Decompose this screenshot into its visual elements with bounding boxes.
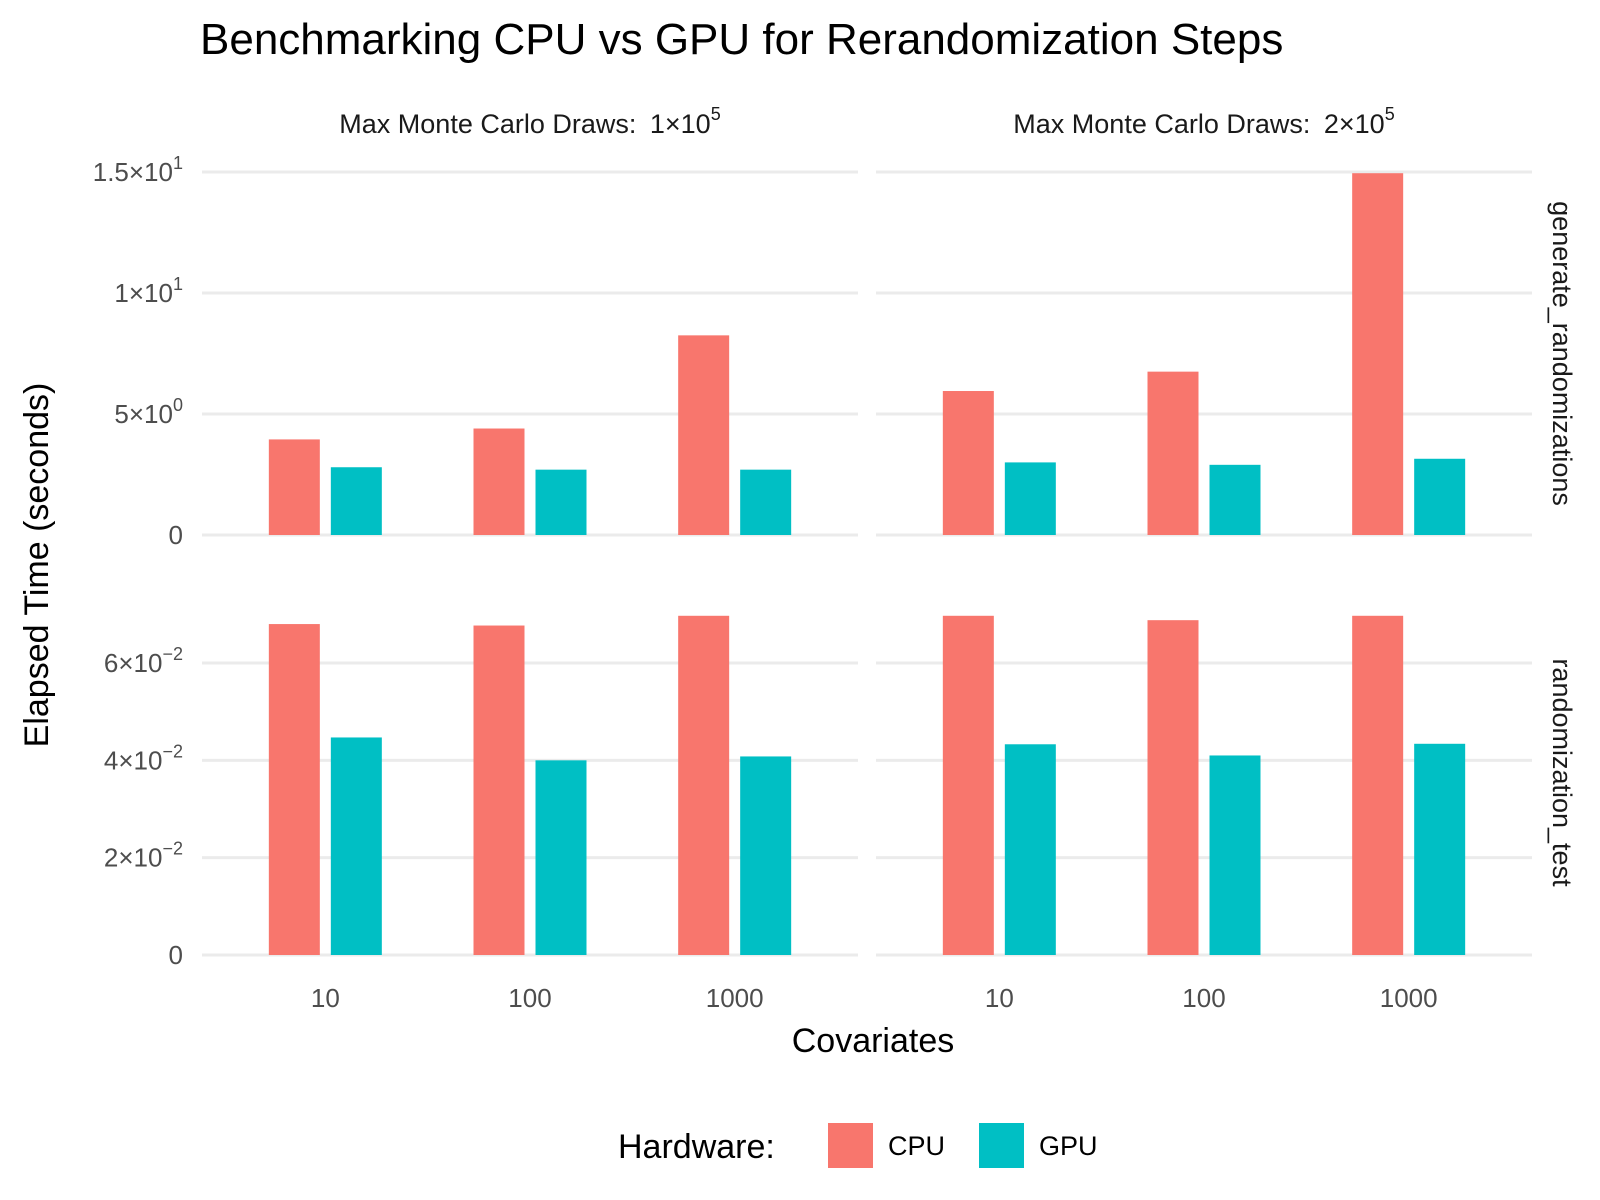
chart-title: Benchmarking CPU vs GPU for Rerandomizat… <box>200 15 1283 64</box>
bar-gpu <box>1209 755 1261 955</box>
bar-gpu <box>1004 744 1056 955</box>
bar-gpu <box>535 760 587 955</box>
bar-cpu <box>473 625 525 955</box>
legend-title: Hardware: <box>618 1128 775 1166</box>
y-tick-label: 2×10−2 <box>104 839 183 873</box>
bar-gpu <box>1004 462 1056 535</box>
y-axis-title: Elapsed Time (seconds) <box>18 383 56 748</box>
x-tick-label: 10 <box>311 983 340 1013</box>
bar-gpu <box>535 469 587 535</box>
y-tick-label: 0 <box>169 940 183 970</box>
bar-gpu <box>330 737 382 955</box>
legend: Hardware: CPU GPU <box>618 1123 1098 1168</box>
bar-gpu <box>740 756 792 955</box>
bar-cpu <box>1147 371 1199 535</box>
facet-column-label: Max Monte Carlo Draws: 1×105 <box>339 104 720 139</box>
x-tick-label: 100 <box>1182 983 1225 1013</box>
bar-gpu <box>330 467 382 535</box>
bar-cpu <box>1147 620 1199 955</box>
y-tick-label: 4×10−2 <box>104 741 183 775</box>
y-tick-label: 0 <box>169 520 183 550</box>
legend-key-cpu <box>828 1123 873 1168</box>
facet-row-label: randomization_test <box>1547 658 1577 887</box>
x-tick-label: 1000 <box>1380 983 1438 1013</box>
x-tick-label: 10 <box>985 983 1014 1013</box>
bar-gpu <box>1209 464 1261 535</box>
legend-label: CPU <box>888 1131 945 1161</box>
bar-cpu <box>678 335 730 535</box>
bar-cpu <box>678 615 730 955</box>
y-tick-label: 6×10−2 <box>104 644 183 678</box>
y-tick-label: 1×101 <box>114 274 183 308</box>
bar-gpu <box>740 469 792 535</box>
y-tick-label: 5×100 <box>114 395 183 429</box>
bar-cpu <box>1352 615 1404 955</box>
bar-cpu <box>268 439 320 535</box>
bar-cpu <box>268 624 320 955</box>
legend-key-gpu <box>979 1123 1024 1168</box>
bar-cpu <box>942 615 994 955</box>
x-axis-title: Covariates <box>792 1022 955 1060</box>
facet-row-label: generate_randomizations <box>1547 201 1577 506</box>
x-tick-label: 1000 <box>706 983 764 1013</box>
bar-cpu <box>1352 173 1404 535</box>
bar-gpu <box>1414 743 1466 955</box>
facet-column-label: Max Monte Carlo Draws: 2×105 <box>1013 104 1394 139</box>
bar-cpu <box>473 428 525 535</box>
panels: Max Monte Carlo Draws: 1×105 Max Monte Ca… <box>93 104 1577 1013</box>
bar-gpu <box>1414 458 1466 535</box>
x-tick-label: 100 <box>508 983 551 1013</box>
legend-label: GPU <box>1039 1131 1098 1161</box>
bar-cpu <box>942 391 994 535</box>
y-tick-label: 1.5×101 <box>93 153 183 187</box>
